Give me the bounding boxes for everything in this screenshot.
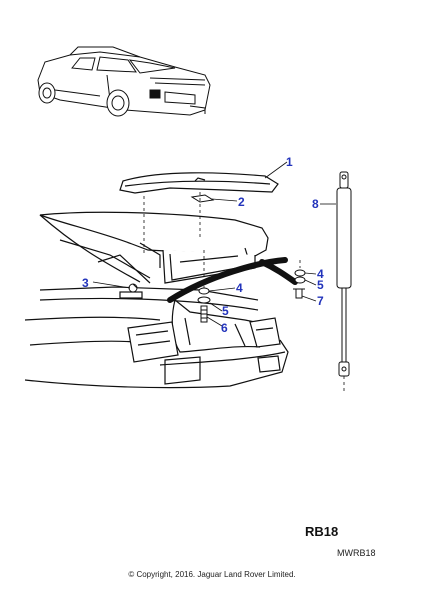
callout-4-right: 4 — [317, 267, 324, 281]
gas-strut-part-8 — [336, 171, 352, 377]
callout-1: 1 — [286, 155, 293, 169]
copyright-notice: © Copyright, 2016. Jaguar Land Rover Lim… — [128, 570, 296, 579]
boot-lid — [39, 211, 269, 284]
callout-labels: 1 2 3 4 4 5 5 6 7 8 — [82, 155, 324, 335]
leader-lines — [92, 161, 345, 392]
rear-spoiler-part-1 — [119, 172, 279, 194]
callout-2: 2 — [238, 195, 245, 209]
boot-seal-strips — [167, 257, 298, 303]
callout-7: 7 — [317, 294, 324, 308]
callout-6: 6 — [221, 321, 228, 335]
stud-part-3 — [128, 283, 138, 293]
car-overview-illustration — [37, 46, 211, 117]
reference-code: RB18 — [305, 524, 339, 539]
spoiler-bracket-part-2 — [190, 194, 215, 203]
car-rear-body — [24, 214, 289, 389]
callout-5-right: 5 — [317, 278, 324, 292]
callout-5-left: 5 — [222, 304, 229, 318]
callout-8: 8 — [312, 197, 319, 211]
diagram-code: MWRB18 — [337, 548, 376, 558]
fixings-left — [197, 287, 211, 323]
fixings-right — [293, 269, 306, 299]
callout-4-left: 4 — [236, 281, 243, 295]
callout-3: 3 — [82, 276, 89, 290]
